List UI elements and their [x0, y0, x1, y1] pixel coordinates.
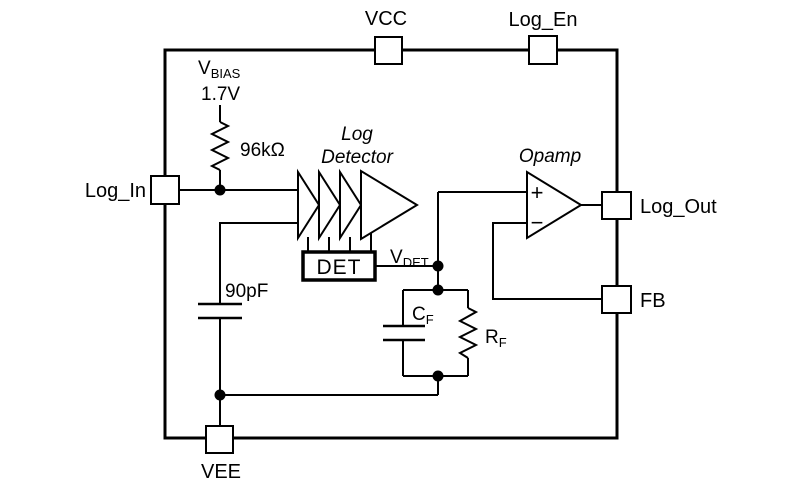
opamp-symbol [526, 170, 583, 240]
det-box [301, 250, 377, 282]
opamp-title: Opamp [519, 146, 581, 167]
junction-filter-top [432, 284, 444, 296]
log-detector-title-line1: Log [341, 124, 373, 145]
pin-log-en [528, 35, 558, 65]
wire-amp-lower-input [219, 222, 298, 304]
log-detector-title-line2: Detector [321, 147, 393, 168]
junction-vee-rail [214, 389, 226, 401]
pin-vcc [374, 36, 403, 65]
pin-log-in [150, 175, 180, 205]
pin-fb [601, 285, 632, 314]
vdet-label: VDET [390, 247, 429, 270]
junction-filter-bottom [432, 370, 444, 382]
pin-fb-label: FB [640, 290, 666, 312]
pin-log-out-label: Log_Out [640, 196, 717, 218]
wire-feedback [492, 222, 602, 300]
filter-resistor-label: RF [485, 327, 507, 350]
bias-resistor-symbol [209, 121, 231, 171]
amp-stage-1 [297, 168, 321, 242]
junction-vdet [432, 260, 444, 272]
bias-source-label: VBIAS [198, 58, 241, 81]
pin-vee [205, 425, 234, 454]
pin-vcc-label: VCC [365, 8, 407, 30]
junction-bias-login [214, 184, 226, 196]
opamp-plus-sign: + [531, 180, 544, 205]
pin-log-out [601, 191, 632, 220]
pin-vee-label: VEE [201, 461, 241, 483]
det-box-label: DET [317, 256, 362, 279]
opamp-minus-sign: − [531, 210, 544, 235]
amp-stage-2 [318, 168, 342, 242]
bias-source-value: 1.7V [201, 84, 240, 105]
bias-resistor-value: 96kΩ [240, 140, 285, 161]
filter-capacitor-label: CF [412, 304, 434, 327]
chip-outline [163, 48, 619, 440]
amp-stage-4 [360, 169, 419, 241]
filter-resistor-symbol [457, 307, 479, 359]
input-capacitor-value: 90pF [225, 281, 268, 302]
pin-log-in-label: Log_In [85, 180, 146, 202]
amp-stage-3 [339, 168, 363, 242]
pin-log-en-label: Log_En [509, 9, 578, 31]
